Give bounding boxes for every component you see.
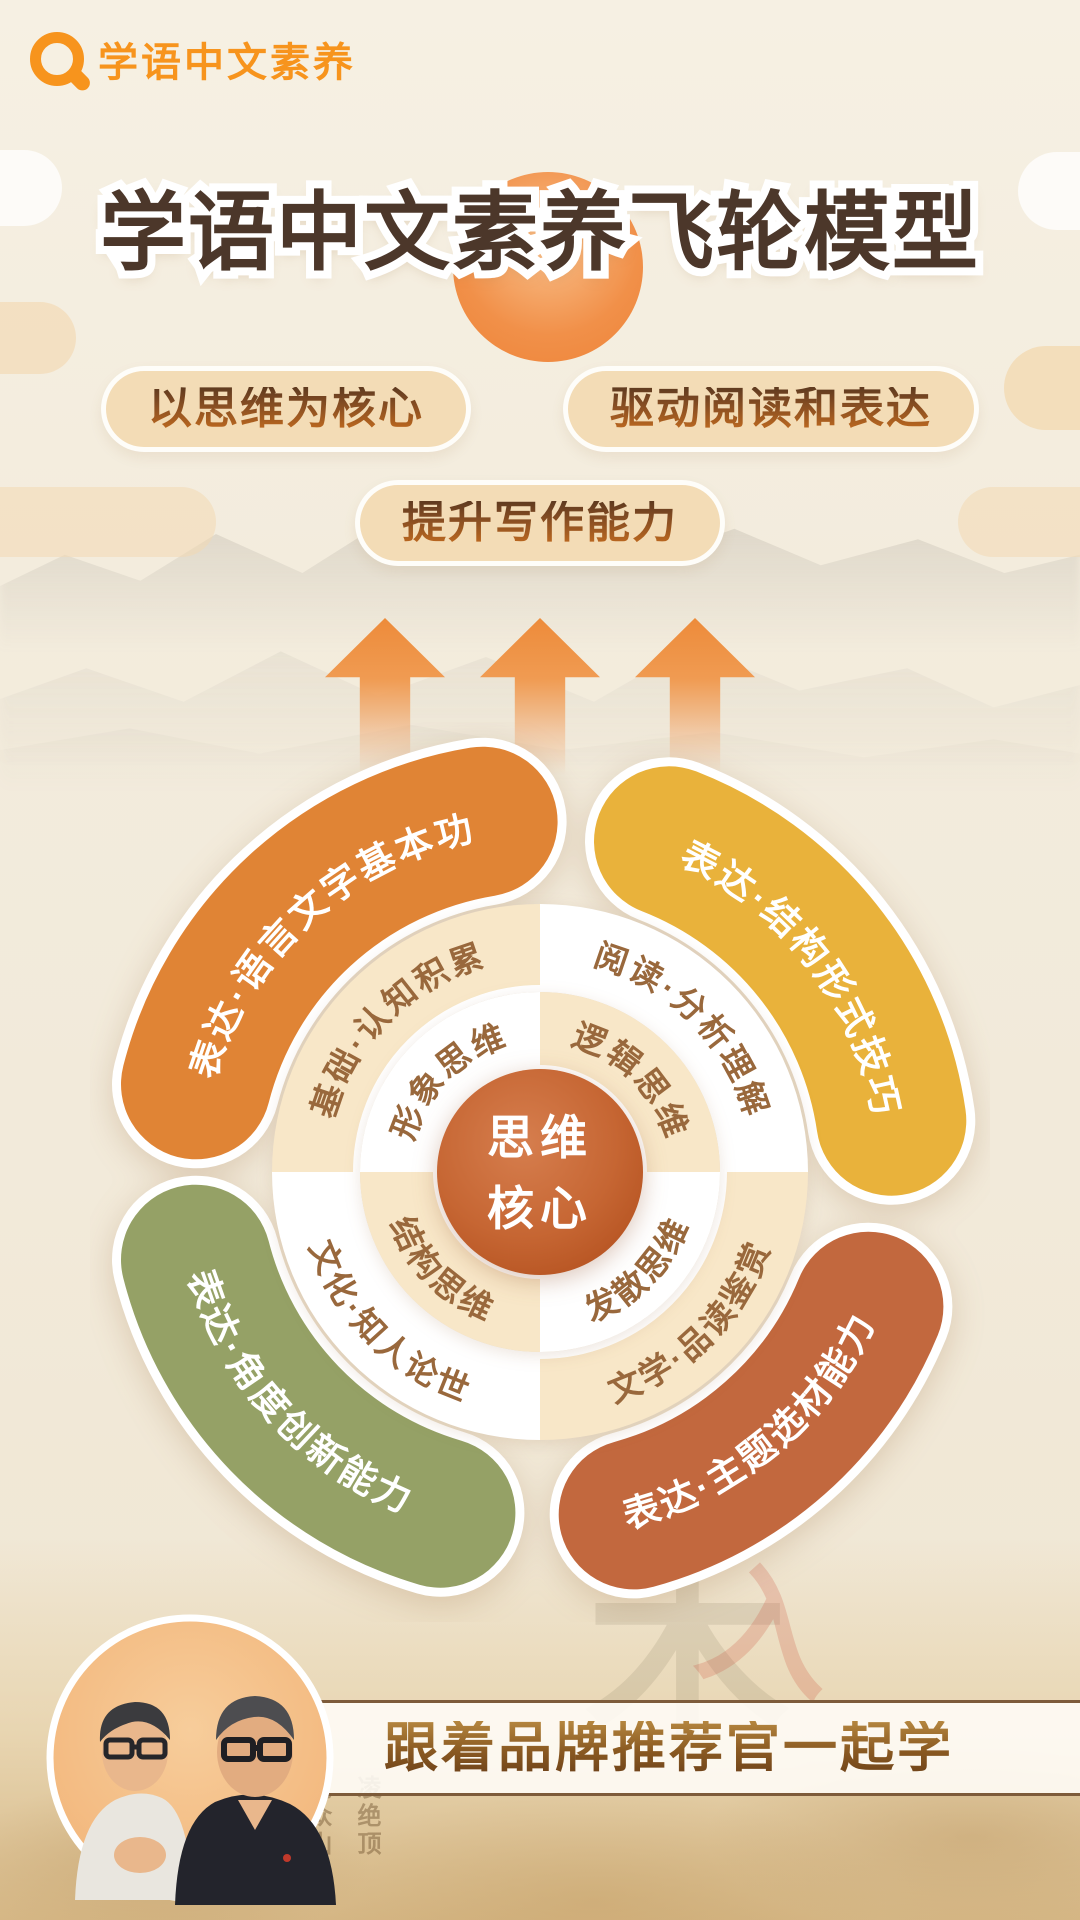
outer-arc-top-left — [121, 746, 558, 1160]
inner-quadrant-bottom-left — [360, 1172, 540, 1352]
magnifier-logo-icon — [30, 32, 93, 94]
middle-quadrant-top-right — [540, 904, 808, 1172]
inner-quadrant-top-left — [360, 992, 540, 1172]
feature-pill-row-2: 提升写作能力 — [0, 480, 1080, 566]
middle-quadrant-top-left — [272, 904, 540, 1172]
edge-decor-pill — [0, 302, 76, 374]
inner-ring — [360, 992, 720, 1352]
magnifier-ring — [30, 32, 84, 86]
core-label-line2: 核心 — [487, 1182, 593, 1235]
presenter-right-neck — [238, 1800, 272, 1830]
feature-pill-row-1: 以思维为核心 驱动阅读和表达 — [0, 366, 1080, 452]
outer-arc-top-right — [594, 766, 967, 1196]
brand-logo: 学语中文素养 — [30, 30, 356, 94]
middle-ring — [272, 904, 808, 1440]
ring-separator — [353, 985, 727, 1359]
edge-decor-pill — [1004, 346, 1080, 430]
presenter-right-hair — [216, 1696, 294, 1740]
presenter-left-hair — [99, 1702, 170, 1742]
feature-pill-writing: 提升写作能力 — [355, 480, 725, 566]
feature-pill-reading-expression: 驱动阅读和表达 — [563, 366, 979, 452]
cta-text: 跟着品牌推荐官一起学 — [384, 1721, 954, 1775]
outer-arc-bottom-left — [121, 1184, 516, 1588]
presenter-right — [175, 1696, 336, 1905]
pill-label: 提升写作能力 — [402, 501, 678, 546]
pill-label: 驱动阅读和表达 — [610, 387, 932, 432]
presenters-photo — [46, 1614, 336, 1905]
center-circle — [437, 1069, 643, 1275]
inner-quadrant-bottom-right — [540, 1172, 720, 1352]
polo-logo — [283, 1854, 291, 1862]
presenter-left-hands — [114, 1837, 166, 1873]
flywheel-diagram: 思维 核心 表达·语言文字基本功 表达·结构形式技巧 表达·主题选材能力 表达·… — [112, 737, 976, 1599]
edge-decor-pill — [0, 487, 216, 557]
presenter-left-face — [102, 1713, 168, 1791]
feature-pill-thinking-core: 以思维为核心 — [101, 366, 471, 452]
presenter-left — [75, 1702, 192, 1900]
outer-arc-bottom-right — [558, 1231, 944, 1590]
center-core: 思维 核心 — [437, 1069, 643, 1275]
ring-separator — [433, 1065, 647, 1279]
page-title: 学语中文素养飞轮模型 — [0, 188, 1080, 279]
cta-band: 跟着品牌推荐官一起学 — [268, 1700, 1080, 1796]
edge-decor-pill — [958, 487, 1080, 557]
inner-quadrant-top-right — [540, 992, 720, 1172]
brand-name: 学语中文素养 — [98, 41, 356, 85]
presenter-right-body — [175, 1794, 336, 1905]
middle-quadrant-bottom-left — [272, 1172, 540, 1440]
outer-arcs — [121, 746, 967, 1590]
pill-label: 以思维为核心 — [148, 387, 424, 432]
middle-quadrant-bottom-right — [540, 1172, 808, 1440]
core-label-line1: 思维 — [487, 1111, 593, 1164]
